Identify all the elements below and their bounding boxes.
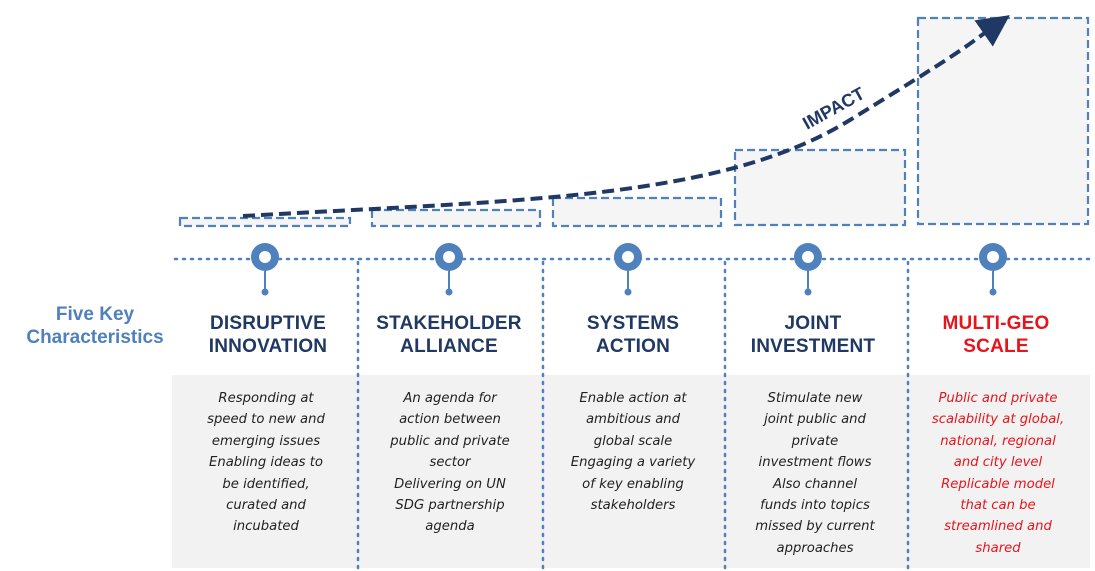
description-line: Also channel <box>773 476 857 492</box>
column-title-line: ALLIANCE <box>400 336 498 357</box>
column-description-stakeholder-alliance: An agenda for action between public and … <box>366 388 534 538</box>
description-line: SDG partnership <box>395 498 505 514</box>
column-title-line: STAKEHOLDER <box>376 313 522 334</box>
description-line: streamlined and <box>944 519 1052 535</box>
column-title-line: ACTION <box>595 336 671 357</box>
column-title-systems-action: SYSTEMS ACTION <box>543 312 723 358</box>
description-line: agenda <box>425 519 475 535</box>
column-title-line: SCALE <box>963 336 1029 357</box>
row-label: Five Key Characteristics <box>20 303 170 349</box>
description-line: incubated <box>233 519 299 535</box>
column-description-disruptive-innovation: Responding at speed to new and emerging … <box>182 388 350 538</box>
growth-box-1 <box>178 216 352 228</box>
description-line: public and private <box>390 433 510 449</box>
location-pin-icon <box>979 243 1007 296</box>
description-line: emerging issues <box>211 433 321 449</box>
column-title-stakeholder-alliance: STAKEHOLDER ALLIANCE <box>359 312 539 358</box>
column-title-line: JOINT <box>784 313 842 334</box>
description-line: Stimulate new <box>767 391 863 406</box>
impact-label: IMPACT <box>799 83 868 133</box>
description-line: Engaging a variety <box>570 455 696 471</box>
column-title-line: DISRUPTIVE <box>209 313 327 334</box>
description-line: missed by current <box>755 519 875 535</box>
description-line: Public and private <box>938 391 1058 406</box>
location-pin-icon <box>251 243 279 296</box>
column-title-disruptive-innovation: DISRUPTIVE INNOVATION <box>178 312 358 358</box>
description-line: global scale <box>593 433 673 449</box>
description-line: that can be <box>960 498 1036 514</box>
description-line: Enable action at <box>579 391 687 406</box>
growth-box-3 <box>551 196 723 228</box>
description-line: sector <box>429 455 471 471</box>
description-line: An agenda for <box>403 391 497 406</box>
description-line: stakeholders <box>590 498 676 514</box>
column-description-multi-geo-scale: Public and private scalability at global… <box>914 388 1082 559</box>
growth-box-2 <box>370 208 542 228</box>
column-title-line: INNOVATION <box>208 336 328 357</box>
column-title-joint-investment: JOINT INVESTMENT <box>723 312 903 358</box>
description-line: and city level <box>953 455 1043 471</box>
location-pin-icon <box>614 243 642 296</box>
growth-boxes <box>178 16 1090 228</box>
row-label-line: Characteristics <box>26 327 164 348</box>
description-line: be identified, <box>222 476 310 492</box>
description-line: action between <box>399 412 501 428</box>
description-line: funds into topics <box>760 498 870 514</box>
description-line: scalability at global, <box>931 412 1065 428</box>
description-line: shared <box>975 540 1021 556</box>
growth-box-4 <box>733 148 907 227</box>
description-line: speed to new and <box>207 412 325 428</box>
column-dividers <box>356 260 910 570</box>
description-line: approaches <box>776 540 854 556</box>
growth-box-5 <box>916 16 1090 226</box>
column-description-systems-action: Enable action at ambitious and global sc… <box>549 388 717 516</box>
description-line: private <box>791 433 839 449</box>
column-title-line: SYSTEMS <box>586 313 680 334</box>
description-line: ambitious and <box>585 412 681 428</box>
column-title-line: INVESTMENT <box>750 336 876 357</box>
description-panel <box>172 375 1090 568</box>
description-line: Delivering on UN <box>394 476 506 492</box>
description-line: Replicable model <box>941 476 1055 492</box>
description-line: of key enabling <box>582 476 684 492</box>
description-line: Enabling ideas to <box>209 455 323 471</box>
description-line: curated and <box>226 498 306 514</box>
location-pin-icon <box>435 243 463 296</box>
row-label-line: Five Key <box>55 304 135 325</box>
column-title-multi-geo-scale: MULTI-GEO SCALE <box>906 312 1086 358</box>
description-line: Responding at <box>218 391 314 406</box>
description-line: investment flows <box>758 455 872 471</box>
column-description-joint-investment: Stimulate new joint public and private i… <box>731 388 899 559</box>
location-pin-icon <box>794 243 822 296</box>
description-line: joint public and <box>764 412 866 428</box>
column-title-line: MULTI-GEO <box>942 313 1050 334</box>
description-line: national, regional <box>940 433 1056 449</box>
